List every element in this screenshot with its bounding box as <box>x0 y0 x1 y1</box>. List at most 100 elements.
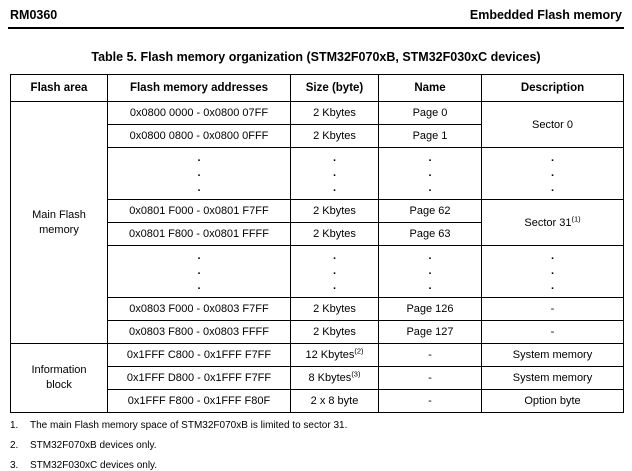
cell-flash-area-main: Main Flash memory <box>10 101 108 344</box>
table-row-system-memory-1: Information block 0x1FFF C800 - 0x1FFF F… <box>10 343 624 413</box>
cell-name: Page 127 <box>378 320 482 344</box>
cell-address: 0x1FFF D800 - 0x1FFF F7FF <box>107 366 291 390</box>
page-header: RM0360 Embedded Flash memory <box>8 0 624 29</box>
footnote-2: 2. STM32F070xB devices only. <box>10 440 632 451</box>
footnote-number: 3. <box>10 460 19 471</box>
ellipsis-dot: . <box>197 265 201 277</box>
table-row-page126: 0x0803 F000 - 0x0803 F7FF 2 Kbytes Page … <box>11 297 624 321</box>
cell-name: - <box>378 389 482 413</box>
ellipsis-dot: . <box>332 152 337 164</box>
cell-size: 2 Kbytes <box>290 222 379 246</box>
cell-address: 0x1FFF F800 - 0x1FFF F80F <box>107 389 291 413</box>
ellipsis-dot: . <box>428 182 432 194</box>
cell-description: Option byte <box>481 389 624 413</box>
ellipsis-dot: . <box>197 152 201 164</box>
column-header-size: Size (byte) <box>290 74 379 102</box>
ellipsis-dot: . <box>332 265 337 277</box>
ellipsis-dot: . <box>332 182 337 194</box>
cell-size-ellipsis: . . . <box>290 147 379 200</box>
cell-description-sector31: Sector 31(1) <box>481 199 624 246</box>
flash-memory-table: Flash area Flash memory addresses Size (… <box>10 74 624 413</box>
cell-address: 0x0801 F800 - 0x0801 FFFF <box>107 222 291 246</box>
cell-description: - <box>481 297 624 321</box>
cell-name: Page 0 <box>378 101 482 125</box>
footnote-marker: (3) <box>351 369 361 379</box>
ellipsis-dot: . <box>550 250 555 262</box>
ellipsis-dot: . <box>428 265 432 277</box>
footnote-text: STM32F070xB devices only. <box>30 440 157 451</box>
column-header-name: Name <box>378 74 482 102</box>
cell-name: Page 63 <box>378 222 482 246</box>
cell-size: 2 Kbytes <box>290 124 379 148</box>
footnote-number: 2. <box>10 440 19 451</box>
size-text: 8 Kbytes <box>308 372 352 384</box>
cell-name: - <box>378 366 482 390</box>
ellipsis-dot: . <box>197 182 201 194</box>
cell-description-ellipsis: . . . <box>481 245 624 298</box>
ellipsis-dot: . <box>428 250 432 262</box>
footnote-1: 1. The main Flash memory space of STM32F… <box>10 420 632 431</box>
cell-name-ellipsis: . . . <box>378 147 482 200</box>
cell-flash-area-info: Information block <box>10 343 108 413</box>
cell-address: 0x0803 F000 - 0x0803 F7FF <box>107 297 291 321</box>
table-title: Table 5. Flash memory organization (STM3… <box>91 50 541 64</box>
cell-address: 0x0800 0800 - 0x0800 0FFF <box>107 124 291 148</box>
cell-name: Page 126 <box>378 297 482 321</box>
footnote-number: 1. <box>10 420 19 431</box>
cell-size: 2 Kbytes <box>290 101 379 125</box>
cell-address: 0x0801 F000 - 0x0801 F7FF <box>107 199 291 223</box>
cell-description-ellipsis: . . . <box>481 147 624 200</box>
cell-size-ellipsis: . . . <box>290 245 379 298</box>
cell-size: 2 x 8 byte <box>290 389 379 413</box>
cell-address: 0x1FFF C800 - 0x1FFF F7FF <box>107 343 291 367</box>
ellipsis-dot: . <box>550 265 555 277</box>
cell-name: - <box>378 343 482 367</box>
ellipsis-dot: . <box>550 152 555 164</box>
table-row-page1: 0x0800 0800 - 0x0800 0FFF 2 Kbytes Page … <box>11 124 624 148</box>
size-text: 12 Kbytes <box>305 349 355 361</box>
cell-description: - <box>481 320 624 344</box>
table-row-page62: 0x0801 F000 - 0x0801 F7FF 2 Kbytes Page … <box>11 199 624 246</box>
footnote-marker: (1) <box>571 213 581 223</box>
cell-description: System memory <box>481 366 624 390</box>
footnote-text: The main Flash memory space of STM32F070… <box>30 420 348 431</box>
ellipsis-dot: . <box>332 280 337 292</box>
table-row-option-byte: 0x1FFF F800 - 0x1FFF F80F 2 x 8 byte - O… <box>11 389 624 413</box>
cell-address: 0x0800 0000 - 0x0800 07FF <box>107 101 291 125</box>
column-header-addresses: Flash memory addresses <box>107 74 291 102</box>
ellipsis-dot: . <box>550 167 555 179</box>
ellipsis-dot: . <box>197 167 201 179</box>
cell-size: 2 Kbytes <box>290 199 379 223</box>
cell-size: 2 Kbytes <box>290 320 379 344</box>
description-text: Sector 31 <box>524 216 572 229</box>
ellipsis-dot: . <box>428 152 432 164</box>
footnotes: 1. The main Flash memory space of STM32F… <box>10 420 632 471</box>
column-header-flash-area: Flash area <box>10 74 108 102</box>
cell-address-ellipsis: . . . <box>107 147 291 200</box>
footnote-marker: (2) <box>354 346 364 356</box>
table-row-ellipsis: . . . . . . . . . . . . <box>11 245 624 298</box>
ellipsis-dot: . <box>332 167 337 179</box>
cell-size: 2 Kbytes <box>290 297 379 321</box>
ellipsis-dot: . <box>428 167 432 179</box>
doc-number: RM0360 <box>10 8 58 22</box>
cell-address: 0x0803 F800 - 0x0803 FFFF <box>107 320 291 344</box>
cell-size: 8 Kbytes(3) <box>290 366 379 390</box>
cell-name: Page 62 <box>378 199 482 223</box>
cell-name-ellipsis: . . . <box>378 245 482 298</box>
cell-description: System memory <box>481 343 624 367</box>
ellipsis-dot: . <box>550 280 555 292</box>
ellipsis-dot: . <box>197 250 201 262</box>
cell-size: 12 Kbytes(2) <box>290 343 379 367</box>
cell-description-sector0: Sector 0 <box>481 101 624 148</box>
table-row-ellipsis: . . . . . . . . . . . . <box>11 147 624 200</box>
ellipsis-dot: . <box>428 280 432 292</box>
column-header-description: Description <box>481 74 624 102</box>
chapter-title: Embedded Flash memory <box>469 8 622 22</box>
footnote-text: STM32F030xC devices only. <box>30 460 158 471</box>
ellipsis-dot: . <box>332 250 337 262</box>
cell-address-ellipsis: . . . <box>107 245 291 298</box>
footnote-3: 3. STM32F030xC devices only. <box>10 460 632 471</box>
cell-name: Page 1 <box>378 124 482 148</box>
